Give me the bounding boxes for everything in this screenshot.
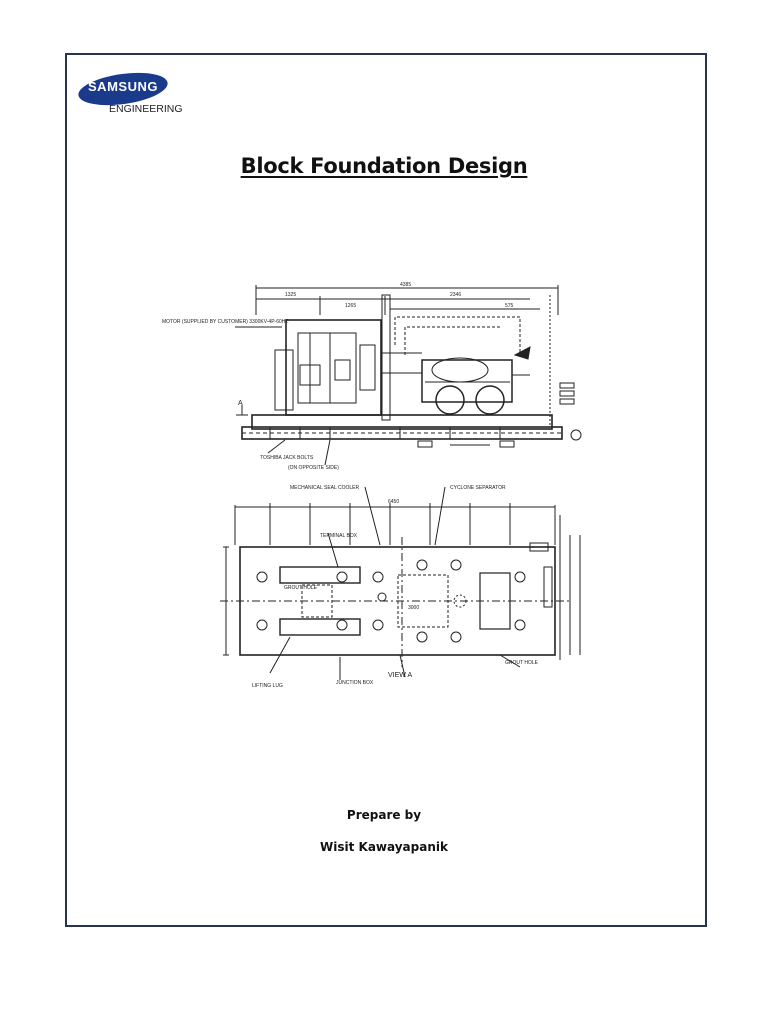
logo-brand-text: SAMSUNG [88,79,158,94]
grout-hole-label-1: GROUT HOLE [284,585,318,591]
elev-dim-4: 575 [505,303,514,309]
document-title: Block Foundation Design [240,154,528,178]
logo-oval-icon [78,72,168,106]
grout-hole-label-2: GROUT HOLE [505,660,539,666]
elev-dim-1: 1325 [285,292,296,298]
jack-bolts-label: TOSHIBA JACK BOLTS [260,455,314,461]
plan-view [220,486,581,680]
view-a-label: VIEW A [388,672,412,679]
detail-a-label: A [238,400,243,407]
page-border [65,53,707,927]
cyclone-label: CYCLONE SEPARATOR [450,485,506,491]
author-name: Wisit Kawayapanik [320,840,448,854]
motor-note-label: MOTOR (SUPPLIED BY CUSTOMER) 3300KV-4P-6… [162,319,288,325]
plan-dim-mid: 3000 [408,605,419,611]
opposite-side-label: (ON OPPOSITE SIDE) [288,465,339,471]
foundation-technical-drawing: MOTOR (SUPPLIED BY CUSTOMER) 3300KV-4P-6… [162,282,582,689]
elev-dim-total: 4385 [400,282,411,288]
prepared-by-label: Prepare by [346,808,422,822]
junction-box-label: JUNCTION BOX [336,680,374,686]
elev-dim-3: 2346 [450,292,461,298]
samsung-engineering-logo: SAMSUNG ENGINEERING [77,67,187,119]
elev-dim-2: 1265 [345,303,356,309]
plan-dim-total: 6450 [388,499,399,505]
seal-cooler-label: MECHANICAL SEAL COOLER [290,485,359,491]
logo-division-text: ENGINEERING [109,103,183,115]
terminal-box-label: TERMINAL BOX [320,533,358,539]
elevation-view [235,285,582,466]
lifting-lug-label: LIFTING LUG [252,683,283,689]
